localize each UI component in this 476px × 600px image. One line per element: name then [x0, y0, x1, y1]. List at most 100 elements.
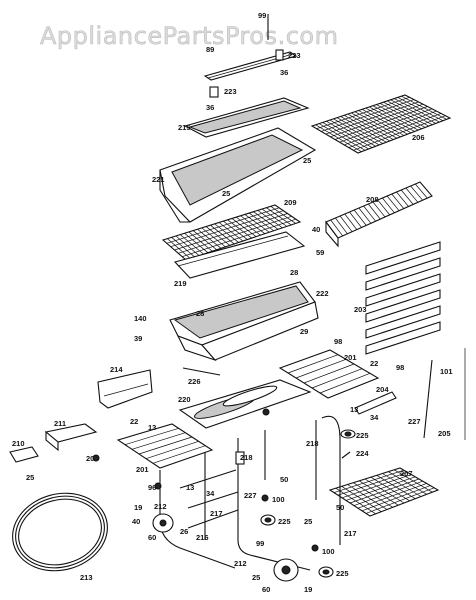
- hatch-line: [152, 445, 206, 464]
- label: 13: [148, 423, 156, 432]
- label: 22: [370, 359, 378, 368]
- label: 28: [196, 309, 204, 318]
- label: 140: [134, 314, 147, 323]
- hatch-line: [410, 185, 423, 201]
- hatch-line: [361, 485, 431, 512]
- label: 25: [26, 473, 34, 482]
- part-210-drip-plate[interactable]: [9, 446, 39, 463]
- label: 223: [224, 87, 237, 96]
- label: 205: [438, 429, 451, 438]
- part-225-knob-c[interactable]: [318, 566, 334, 578]
- hatch-line: [344, 110, 437, 146]
- part-20-nut[interactable]: [92, 454, 100, 462]
- part-220-burner[interactable]: [178, 379, 312, 429]
- label: 98: [396, 363, 404, 372]
- label: 98: [334, 337, 342, 346]
- part-226-small-rod[interactable]: [182, 367, 221, 376]
- label: 210: [12, 439, 25, 448]
- part-223-clip-mid[interactable]: [209, 86, 219, 98]
- hatch-line: [345, 476, 416, 501]
- part-201-right-shelf[interactable]: [278, 349, 380, 399]
- part-201-left-shelf[interactable]: [116, 423, 214, 469]
- label: 213: [80, 573, 93, 582]
- label: 208: [366, 195, 379, 204]
- label: 227: [408, 417, 421, 426]
- label: 60: [262, 585, 270, 594]
- part-221-lid[interactable]: [159, 127, 317, 223]
- hatch-line: [303, 363, 355, 384]
- hatch-line: [330, 103, 424, 138]
- hatch-line: [372, 201, 386, 218]
- hatch-line: [311, 368, 363, 389]
- part-205-rod[interactable]: [423, 359, 433, 439]
- part-209-cooking-grid[interactable]: [161, 204, 302, 261]
- label: 227: [244, 491, 257, 500]
- part-225-knob-b[interactable]: [260, 514, 276, 526]
- label: 101: [440, 367, 453, 376]
- part-223-clip-top[interactable]: [275, 49, 284, 61]
- label: 25: [304, 517, 312, 526]
- label: 36: [280, 68, 288, 77]
- part-labels: 99 89 223 36 223 36 215 206 25 221 25 20…: [12, 11, 453, 594]
- label: 25: [222, 189, 230, 198]
- slat: [365, 273, 441, 307]
- part-225-knob-a[interactable]: [340, 429, 356, 439]
- label: 212: [234, 559, 247, 568]
- part-100-nut-a[interactable]: [261, 494, 269, 502]
- label: 218: [306, 439, 319, 448]
- hatch-line: [353, 209, 367, 226]
- hatch-line: [341, 474, 412, 499]
- part-215-shield-plate[interactable]: [183, 97, 310, 138]
- label: 40: [312, 225, 320, 234]
- part-214-side-shield[interactable]: [97, 369, 153, 409]
- slat: [365, 321, 441, 355]
- part-213-gas-hose[interactable]: [4, 483, 116, 581]
- part-204-cross-bar[interactable]: [354, 391, 397, 415]
- hatch-line: [415, 183, 428, 199]
- part-100-nut-b[interactable]: [311, 544, 319, 552]
- slat: [365, 305, 441, 339]
- hatch-line: [287, 354, 339, 374]
- hatch-line: [319, 373, 371, 394]
- hatch-line: [405, 187, 419, 203]
- part-206-warming-grid[interactable]: [310, 94, 452, 154]
- label: 22: [130, 417, 138, 426]
- part-208-warming-basket[interactable]: [325, 181, 433, 248]
- hatch-line: [400, 189, 414, 205]
- part-60-wheel-left[interactable]: [152, 513, 174, 533]
- part-207-bottom-grid[interactable]: [328, 467, 440, 517]
- hatch-line: [295, 359, 347, 379]
- label: 225: [356, 431, 369, 440]
- label: 36: [206, 103, 214, 112]
- hatch-line: [396, 191, 409, 207]
- label: 28: [290, 268, 298, 277]
- label: 19: [134, 503, 142, 512]
- hatch-line: [357, 483, 427, 509]
- label: 212: [154, 502, 167, 511]
- label: 221: [152, 175, 165, 184]
- label: 201: [344, 353, 357, 362]
- hatch-line: [131, 432, 186, 450]
- hatch-line: [316, 96, 410, 130]
- part-222-firebox[interactable]: [169, 281, 319, 362]
- label: 209: [284, 198, 297, 207]
- part-96-nut[interactable]: [154, 482, 162, 490]
- hatch-line: [353, 480, 423, 506]
- label: 100: [322, 547, 335, 556]
- label: 60: [148, 533, 156, 542]
- hatch-line: [170, 210, 284, 248]
- label: 216: [196, 533, 209, 542]
- part-60-wheel-right[interactable]: [273, 558, 299, 582]
- part-219-heat-plate[interactable]: [173, 231, 306, 279]
- label: 40: [132, 517, 140, 526]
- hatch-line: [382, 197, 395, 214]
- hatch-line: [391, 193, 405, 209]
- hatch-line: [358, 207, 372, 224]
- label: 50: [280, 475, 288, 484]
- part-211-grease-tray[interactable]: [44, 423, 98, 452]
- label: 214: [110, 365, 123, 374]
- slat: [365, 241, 441, 275]
- part-224-screw[interactable]: [341, 451, 351, 459]
- hatch-line: [339, 215, 353, 232]
- part-203-shelf-slats[interactable]: [365, 241, 441, 355]
